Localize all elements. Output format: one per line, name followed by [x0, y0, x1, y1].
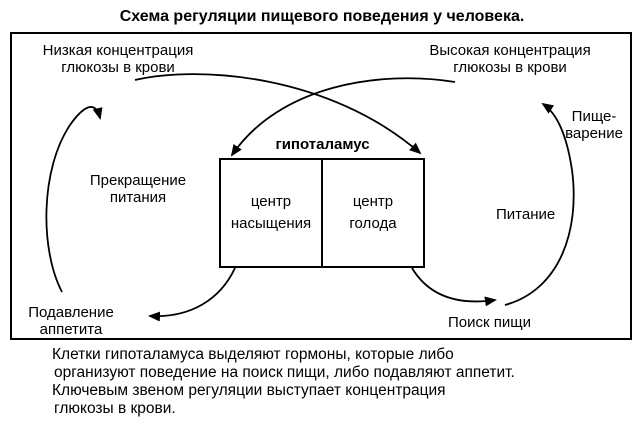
diagram-title: Схема регуляции пищевого поведения у чел…	[119, 8, 525, 25]
arrow-hunger-to-search	[411, 267, 497, 307]
footer-note: Клетки гипоталамуса выделяют гормоны, ко…	[52, 346, 515, 417]
arrow-satiety-to-suppression	[148, 267, 236, 322]
hunger-center: центр голода	[321, 160, 423, 266]
low-glucose-label: Низкая концентрация глюкозы в крови	[42, 42, 194, 76]
arrow-search-to-high-glucose	[504, 102, 575, 306]
satiety-center: центр насыщения	[230, 193, 312, 232]
arrow-high-glucose-to-satiety	[230, 77, 456, 157]
arrow-low-glucose-to-hunger	[134, 73, 422, 155]
diagram-frame	[10, 32, 632, 340]
hypothalamus-title: гипоталамус	[275, 136, 370, 153]
arrow-suppression-to-low-glucose	[45, 106, 103, 293]
hypothalamus-box: центр насыщения центр голода	[219, 158, 425, 268]
food-search-label: Поиск пищи	[448, 314, 531, 331]
feeding-label: Питание	[496, 206, 556, 223]
high-glucose-label: Высокая концентрация глюкозы в крови	[429, 42, 591, 76]
suppression-label: Подавление аппетита	[28, 304, 114, 338]
digestion-label: Пище- варение	[565, 108, 623, 142]
stop-eating-label: Прекращение питания	[89, 172, 187, 206]
